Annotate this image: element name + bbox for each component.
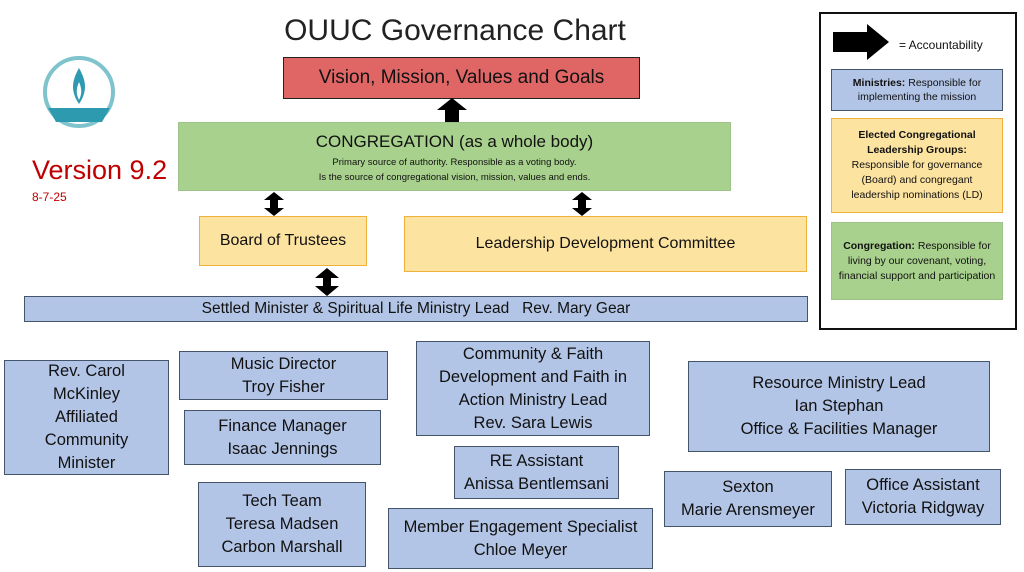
- up-arrow-icon: [437, 98, 467, 122]
- staff-label: Office Assistant Victoria Ridgway: [861, 476, 985, 517]
- legend: = Accountability Ministries: Responsible…: [819, 12, 1017, 330]
- double-arrow-icon: [264, 192, 284, 216]
- legend-elected-text: Responsible for governance (Board) and c…: [851, 159, 983, 201]
- staff-box-office-assistant: Office Assistant Victoria Ridgway: [845, 469, 1001, 525]
- congregation-box: CONGREGATION (as a whole body) Primary s…: [178, 122, 731, 191]
- legend-ministries: Ministries: Responsible for implementing…: [831, 69, 1003, 111]
- congregation-heading: CONGREGATION (as a whole body): [315, 132, 594, 151]
- double-arrow-icon: [315, 268, 339, 296]
- vision-box: Vision, Mission, Values and Goals: [283, 57, 640, 99]
- double-arrow-icon: [572, 192, 592, 216]
- staff-box-re-assistant: RE Assistant Anissa Bentlemsani: [454, 446, 619, 499]
- staff-box-sexton: Sexton Marie Arensmeyer: [664, 471, 832, 527]
- legend-congregation-title: Congregation:: [843, 239, 915, 252]
- staff-box-tech-team: Tech Team Teresa Madsen Carbon Marshall: [198, 482, 366, 567]
- legend-congregation-text: Responsible for living by our covenant, …: [838, 239, 996, 282]
- congregation-line2: Is the source of congregational vision, …: [318, 172, 591, 183]
- staff-box-resource-ministry: Resource Ministry Lead Ian Stephan Offic…: [688, 361, 990, 452]
- staff-label: Sexton Marie Arensmeyer: [681, 478, 815, 519]
- staff-box-community-faith: Community & Faith Development and Faith …: [416, 341, 650, 436]
- staff-label: Music Director Troy Fisher: [230, 354, 337, 396]
- staff-box-music-director: Music Director Troy Fisher: [179, 351, 388, 400]
- version-label: Version 9.2: [32, 155, 168, 185]
- staff-label: Finance Manager Isaac Jennings: [218, 416, 347, 458]
- page-title: OUUC Governance Chart: [284, 14, 626, 47]
- settled-minister-box: Settled Minister & Spiritual Life Minist…: [24, 296, 808, 322]
- board-label: Board of Trustees: [219, 232, 347, 249]
- legend-ministries-text: Responsible for implementing the mission: [857, 77, 982, 103]
- legend-accountability: = Accountability: [899, 38, 983, 52]
- board-of-trustees-box: Board of Trustees: [199, 216, 367, 266]
- version-date: 8-7-25: [32, 190, 67, 204]
- minister-label: Settled Minister & Spiritual Life Minist…: [201, 300, 631, 317]
- staff-label: Member Engagement Specialist Chloe Meyer: [403, 517, 638, 559]
- legend-elected-title: Elected Congregational Leadership Groups…: [858, 129, 976, 156]
- leadership-development-box: Leadership Development Committee: [404, 216, 807, 272]
- staff-label: Tech Team Teresa Madsen Carbon Marshall: [221, 492, 343, 556]
- legend-ministries-title: Ministries:: [852, 77, 906, 89]
- right-arrow-icon: [833, 24, 889, 60]
- vision-label: Vision, Mission, Values and Goals: [318, 67, 605, 88]
- staff-label: Community & Faith Development and Faith …: [438, 344, 628, 432]
- staff-box-finance-manager: Finance Manager Isaac Jennings: [184, 410, 381, 465]
- staff-label: RE Assistant Anissa Bentlemsani: [464, 451, 609, 493]
- staff-box-member-engagement: Member Engagement Specialist Chloe Meyer: [388, 508, 653, 569]
- staff-box-carol-mckinley: Rev. Carol McKinley Affiliated Community…: [4, 360, 169, 475]
- staff-label: Resource Ministry Lead Ian Stephan Offic…: [740, 374, 938, 438]
- congregation-line1: Primary source of authority. Responsible…: [332, 157, 577, 168]
- staff-label: Rev. Carol McKinley Affiliated Community…: [44, 362, 129, 472]
- leadership-label: Leadership Development Committee: [475, 235, 736, 252]
- legend-elected: Elected Congregational Leadership Groups…: [831, 118, 1003, 213]
- legend-congregation: Congregation: Responsible for living by …: [831, 222, 1003, 300]
- chalice-flame-icon: [40, 52, 118, 138]
